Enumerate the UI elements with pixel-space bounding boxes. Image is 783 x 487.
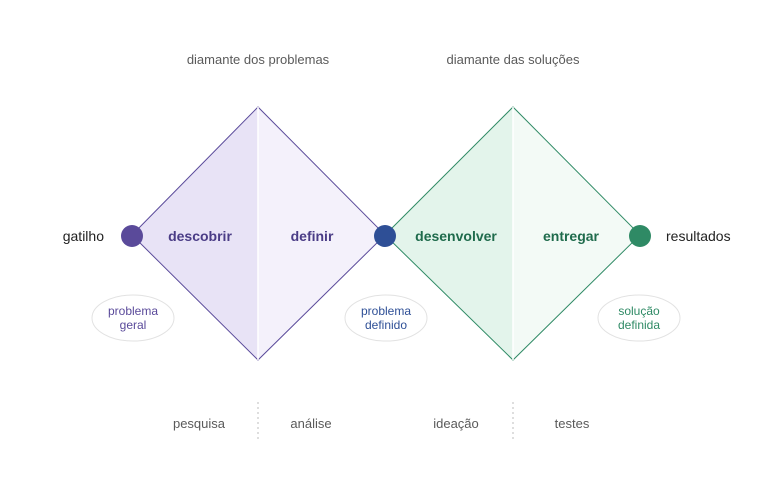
bubble-defined-problem-line2: definido [365, 318, 407, 332]
header-problem-diamond: diamante dos problemas [187, 52, 330, 67]
phase-develop: desenvolver [415, 228, 497, 244]
bubble-outline [91, 294, 175, 342]
midpoint-node [374, 225, 396, 247]
bubble-outline [344, 294, 428, 342]
end-label: resultados [666, 228, 731, 244]
bubble-outline [597, 294, 681, 342]
bubble-defined-solution: solução definida [597, 294, 681, 342]
activity-research: pesquisa [173, 416, 226, 431]
bubble-general-problem-line2: geral [120, 318, 147, 332]
bubble-general-problem: problema geral [91, 294, 175, 342]
bubble-defined-solution-line1: solução [618, 304, 660, 318]
end-node [629, 225, 651, 247]
phase-define: definir [291, 228, 334, 244]
start-label: gatilho [63, 228, 104, 244]
solution-diamond-left-half [385, 107, 513, 360]
phase-discover: descobrir [168, 228, 232, 244]
activity-analysis: análise [290, 416, 331, 431]
bubble-general-problem-line1: problema [108, 304, 158, 318]
bubble-defined-problem-line1: problema [361, 304, 411, 318]
problem-diamond-right-half [258, 107, 385, 360]
solution-diamond-right-half [513, 107, 640, 360]
problem-diamond-left-half [132, 107, 258, 360]
bubble-defined-solution-line2: definida [618, 318, 660, 332]
start-node [121, 225, 143, 247]
activity-ideation: ideação [433, 416, 479, 431]
phase-deliver: entregar [543, 228, 600, 244]
header-solution-diamond: diamante das soluções [447, 52, 580, 67]
bubble-defined-problem: problema definido [344, 294, 428, 342]
activity-tests: testes [555, 416, 590, 431]
